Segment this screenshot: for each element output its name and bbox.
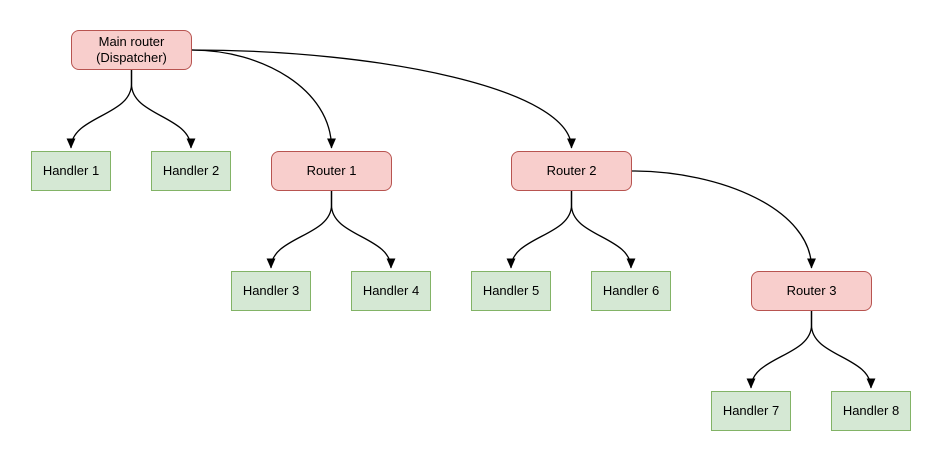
node-handler-1: Handler 1	[31, 151, 111, 191]
edge-router-3-to-handler-7	[746, 311, 813, 389]
node-main-router: Main router (Dispatcher)	[71, 30, 192, 70]
node-label: Router 1	[306, 162, 357, 178]
node-router-1: Router 1	[271, 151, 392, 191]
node-handler-2: Handler 2	[151, 151, 231, 191]
node-handler-3: Handler 3	[231, 271, 311, 311]
node-handler-7: Handler 7	[711, 391, 791, 431]
edge-router-1-to-handler-3	[266, 191, 333, 269]
node-handler-5: Handler 5	[471, 271, 551, 311]
node-label: Handler 8	[842, 402, 900, 418]
edge-main-router-to-handler-2	[130, 70, 196, 149]
edge-main-router-to-router-1	[191, 49, 337, 149]
edge-group	[66, 49, 876, 389]
node-label: Handler 1	[42, 162, 100, 178]
node-label: Main router (Dispatcher)	[96, 33, 167, 65]
node-label: Handler 5	[482, 282, 540, 298]
edge-router-3-to-handler-8	[810, 311, 876, 389]
edge-main-router-to-router-2	[191, 49, 577, 149]
node-label: Router 3	[786, 282, 837, 298]
edge-router-2-to-handler-5	[506, 191, 573, 269]
edge-main-router-to-handler-1	[66, 70, 133, 149]
node-label: Router 2	[546, 162, 597, 178]
node-label: Handler 2	[162, 162, 220, 178]
node-router-2: Router 2	[511, 151, 632, 191]
node-label: Handler 7	[722, 402, 780, 418]
edge-router-2-to-router-3	[631, 170, 817, 269]
edge-router-1-to-handler-4	[330, 191, 396, 269]
edge-router-2-to-handler-6	[570, 191, 636, 269]
node-router-3: Router 3	[751, 271, 872, 311]
node-handler-6: Handler 6	[591, 271, 671, 311]
node-label: Handler 4	[362, 282, 420, 298]
node-handler-8: Handler 8	[831, 391, 911, 431]
node-label: Handler 6	[602, 282, 660, 298]
node-handler-4: Handler 4	[351, 271, 431, 311]
node-label: Handler 3	[242, 282, 300, 298]
